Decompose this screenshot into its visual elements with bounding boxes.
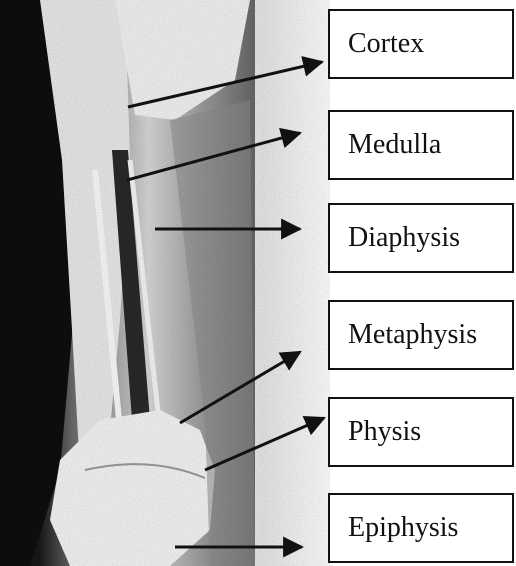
- label-cortex-text: Cortex: [348, 28, 424, 60]
- label-medulla-text: Medulla: [348, 129, 441, 161]
- arrow-physis: [205, 418, 324, 470]
- arrow-metaphysis: [180, 352, 300, 423]
- arrow-medulla: [127, 133, 300, 180]
- label-epiphysis-text: Epiphysis: [348, 512, 458, 544]
- label-cortex: Cortex: [328, 9, 514, 79]
- label-metaphysis: Metaphysis: [328, 300, 514, 370]
- label-physis: Physis: [328, 397, 514, 467]
- arrow-cortex: [128, 62, 322, 107]
- label-diaphysis-text: Diaphysis: [348, 222, 460, 254]
- label-medulla: Medulla: [328, 110, 514, 180]
- label-epiphysis: Epiphysis: [328, 493, 514, 563]
- label-physis-text: Physis: [348, 416, 421, 448]
- label-metaphysis-text: Metaphysis: [348, 319, 477, 351]
- label-diaphysis: Diaphysis: [328, 203, 514, 273]
